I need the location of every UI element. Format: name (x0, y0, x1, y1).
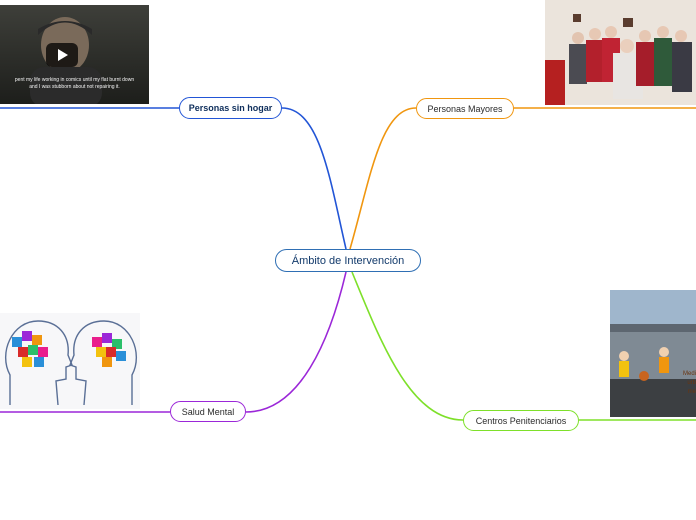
play-icon[interactable] (46, 43, 78, 67)
prison-poster-text: Medi urb me (682, 371, 696, 395)
branch-mental-health[interactable]: Salud Mental (170, 401, 246, 422)
connector-elderly (349, 107, 417, 250)
mental-health-brain-image[interactable] (0, 313, 140, 409)
prison-building-image (610, 290, 696, 417)
connector-mental (245, 271, 347, 413)
branch-elderly[interactable]: Personas Mayores (416, 98, 514, 119)
prison-poster-image[interactable]: Medi urb me (610, 290, 696, 417)
elderly-people-image (545, 0, 696, 105)
elderly-group-photo[interactable] (545, 0, 696, 105)
root-topic[interactable]: Ámbito de Intervención (275, 249, 421, 272)
branch-homeless[interactable]: Personas sin hogar (179, 97, 282, 119)
branch-prison-centers[interactable]: Centros Penitenciarios (463, 410, 579, 431)
video-subtitle: pent my life working in comics until my … (14, 77, 135, 90)
brain-puzzle-image (5, 320, 137, 406)
connector-prison (351, 271, 464, 421)
homeless-video-thumbnail[interactable]: pent my life working in comics until my … (0, 5, 149, 104)
connector-homeless (281, 107, 347, 250)
